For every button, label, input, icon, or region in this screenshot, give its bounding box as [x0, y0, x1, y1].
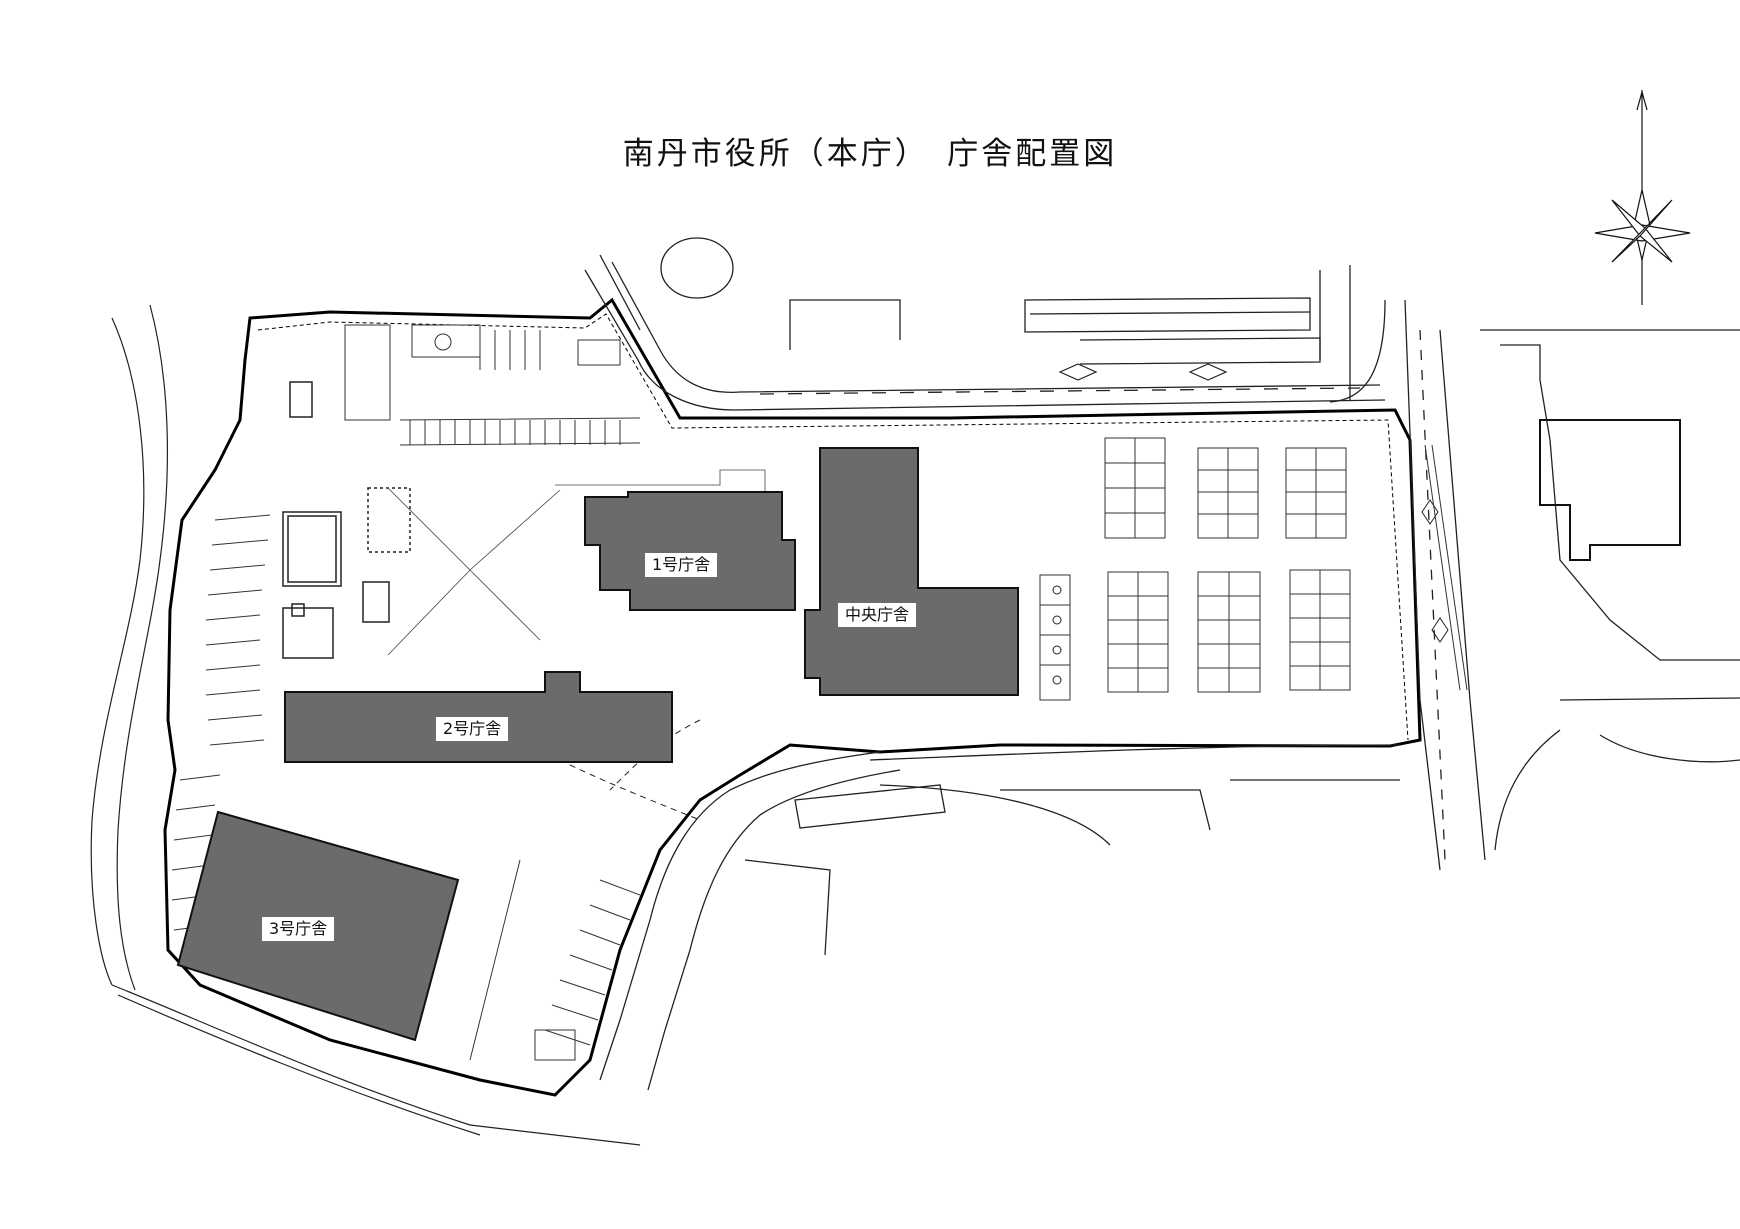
west-structures	[282, 381, 411, 659]
nw-parking	[344, 324, 641, 446]
site-boundary	[163, 297, 1422, 1097]
east-road	[1404, 299, 1740, 871]
north-road	[584, 254, 1386, 411]
title: 南丹市役所（本庁） 庁舎配置図	[622, 136, 1118, 172]
south-access-road	[599, 744, 1401, 1091]
wheelchair-parking-icon	[1052, 585, 1062, 685]
building-3-label: 3号庁舎	[262, 917, 335, 941]
building-central	[804, 447, 1019, 696]
building-central-label: 中央庁舎	[838, 603, 917, 627]
west-road-lines	[90, 304, 641, 1146]
building-1	[584, 491, 796, 611]
building-2-label: 2号庁舎	[436, 717, 509, 741]
compass-rose-icon	[1594, 189, 1691, 263]
east-building	[1539, 419, 1681, 561]
plaza	[387, 469, 766, 656]
east-parking-lot	[1039, 437, 1351, 701]
building-1-label: 1号庁舎	[645, 553, 718, 577]
